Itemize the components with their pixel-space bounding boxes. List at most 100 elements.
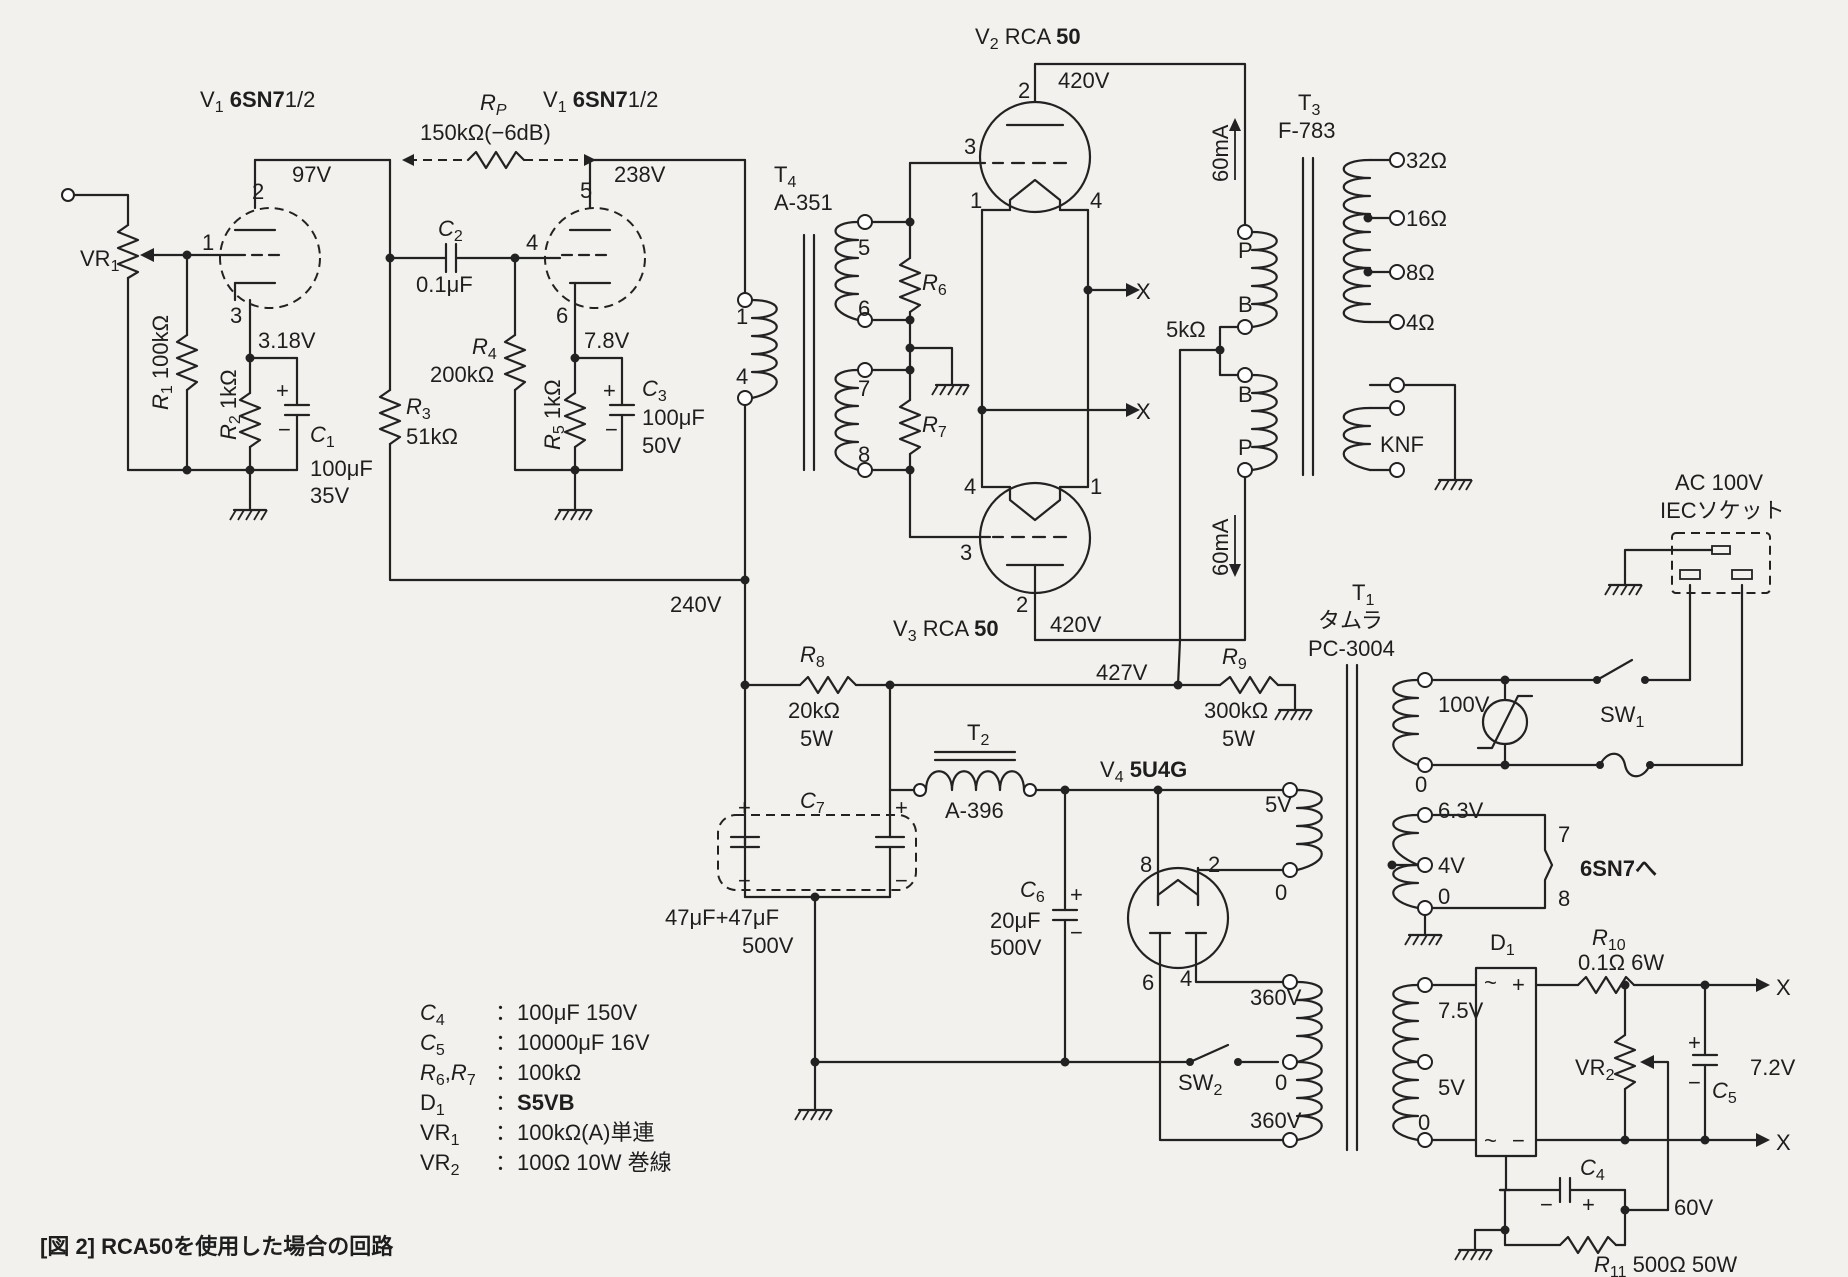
t1-tap-label: 360V <box>1250 1108 1302 1133</box>
t3-tap-label: 4Ω <box>1406 310 1435 335</box>
heater-pin-label: 8 <box>1558 886 1570 911</box>
rp-label: RP <box>480 90 507 119</box>
node-x: X <box>1776 1130 1791 1155</box>
r4-label: R4 <box>472 334 497 363</box>
r10-value: 0.1Ω 6W <box>1578 950 1664 975</box>
c3-rating: 50V <box>642 433 681 458</box>
transformer-t3: P B B P 32Ω 16Ω 8Ω 4Ω KNF <box>1237 148 1474 492</box>
sw1-label: SW1 <box>1600 702 1644 731</box>
t1-maker: タムラ <box>1318 608 1383 633</box>
parts-list-row: C5 <box>420 1030 445 1059</box>
c5-minus: − <box>1688 1070 1701 1095</box>
pin-label: 4 <box>964 474 976 499</box>
svg-text:：100kΩ: ：100kΩ <box>495 1060 581 1085</box>
r8-label: R8 <box>800 642 825 671</box>
pin-label: 8 <box>858 442 870 467</box>
pin-label: P <box>1238 238 1253 263</box>
tube-label-v2: V2 RCA 50 <box>975 24 1081 53</box>
ac-inlet-line2: IECソケット <box>1660 498 1785 523</box>
pin-label: 1 <box>1090 474 1102 499</box>
r7-label: R7 <box>922 412 947 441</box>
v1a-plate-voltage: 97V <box>292 162 331 187</box>
current-lower: 60mA <box>1208 518 1233 576</box>
pin-label: P <box>1238 435 1253 460</box>
svg-text:~: ~ <box>1484 970 1497 995</box>
svg-text:：10000μF 16V: ：10000μF 16V <box>495 1030 650 1055</box>
tube-v1a: 2 1 3 <box>202 158 321 328</box>
pin-label: 4 <box>736 364 748 389</box>
c6-rating: 500V <box>990 935 1042 960</box>
v3-plate-voltage: 420V <box>1050 612 1102 637</box>
c1-rating: 35V <box>310 483 349 508</box>
c6-minus: − <box>1070 920 1083 945</box>
r1-label: R1 100kΩ <box>148 315 176 410</box>
svg-text:−: − <box>1512 1128 1525 1153</box>
pin-label: 6 <box>1142 970 1154 995</box>
filament-bus <box>977 208 1140 489</box>
pin-label: 4 <box>1090 188 1102 213</box>
t3-tap-label: 32Ω <box>1406 148 1447 173</box>
heater-destination: 6SN7へ <box>1580 856 1657 881</box>
pin-label: 3 <box>960 540 972 565</box>
d1-label: D1 <box>1490 930 1515 959</box>
r6-label: R6 <box>922 270 947 299</box>
svg-text:+: + <box>1512 972 1525 997</box>
r8-value: 20kΩ <box>788 698 840 723</box>
pin-label: B <box>1238 382 1253 407</box>
input-terminal <box>61 188 75 202</box>
tube-v1b: 5 4 6 <box>526 158 646 328</box>
r3-value: 51kΩ <box>406 424 458 449</box>
parts-list: C4 ：100μF 150V C5 ：10000μF 16V R6,R7 ：10… <box>420 1000 672 1179</box>
pin-label: 2 <box>1016 592 1028 617</box>
r11-label: R11 500Ω 50W <box>1594 1252 1737 1277</box>
t1-label: T1 <box>1352 580 1374 609</box>
c4-label: C4 <box>1580 1155 1605 1184</box>
c6-label: C6 <box>1020 877 1045 906</box>
r2-label: R2 1kΩ <box>216 369 244 440</box>
c4-minus: − <box>1540 1192 1553 1217</box>
figure-caption: [図 2] RCA50を使用した場合の回路 <box>40 1234 394 1259</box>
heater-output <box>1430 813 1554 910</box>
bias-resistor-label: 5kΩ <box>1166 317 1206 342</box>
v1b-wiring <box>503 158 747 582</box>
rectifier-wiring <box>813 785 1292 1142</box>
c7-value: 47μF+47μF <box>665 905 779 930</box>
parts-list-row: C4 <box>420 1000 445 1029</box>
svg-text:~: ~ <box>1484 1128 1497 1153</box>
tube-label-v4: V4 5U4G <box>1100 757 1187 786</box>
svg-text:：100kΩ(A)単連: ：100kΩ(A)単連 <box>495 1120 655 1145</box>
parts-list-row: D1 <box>420 1090 445 1119</box>
node-x: X <box>1776 975 1791 1000</box>
input-wiring <box>72 193 299 475</box>
tube-label-v3: V3 RCA 50 <box>893 616 999 645</box>
c4-plus: + <box>1582 1192 1595 1217</box>
plate-leads <box>1033 62 1247 642</box>
t1-tap-label: 4V <box>1438 853 1465 878</box>
heater-voltage: 7.2V <box>1750 1055 1796 1080</box>
pin-label: 7 <box>858 376 870 401</box>
r3-label: R3 <box>406 394 431 423</box>
tube-v2: 2 3 1 4 <box>964 62 1102 214</box>
parts-list-row: VR1 <box>420 1120 460 1149</box>
c7-plus-left: + <box>738 795 751 820</box>
c1-plus: + <box>276 378 289 403</box>
c7-minus-left: − <box>738 868 751 893</box>
current-upper: 60mA <box>1208 124 1233 182</box>
parts-list-row: R6,R7 <box>420 1060 476 1089</box>
t3-model: F-783 <box>1278 118 1335 143</box>
pin-label: 5 <box>580 178 592 203</box>
pin-label: 1 <box>736 304 748 329</box>
c1-minus: − <box>278 417 291 442</box>
transformer-t4: 1 4 5 6 7 8 <box>736 214 873 478</box>
v1b-plate-voltage: 238V <box>614 162 666 187</box>
pin-label: 5 <box>858 235 870 260</box>
c5-label: C5 <box>1712 1078 1737 1107</box>
b-427-voltage: 427V <box>1096 660 1148 685</box>
center-tap-wiring <box>1176 325 1240 687</box>
v1a-plate-wiring <box>253 158 747 582</box>
filament-supply: ~ ~ + − <box>1430 966 1770 1262</box>
pin-label: 6 <box>556 303 568 328</box>
pin-label: 4 <box>526 230 538 255</box>
c3-minus: − <box>605 417 618 442</box>
